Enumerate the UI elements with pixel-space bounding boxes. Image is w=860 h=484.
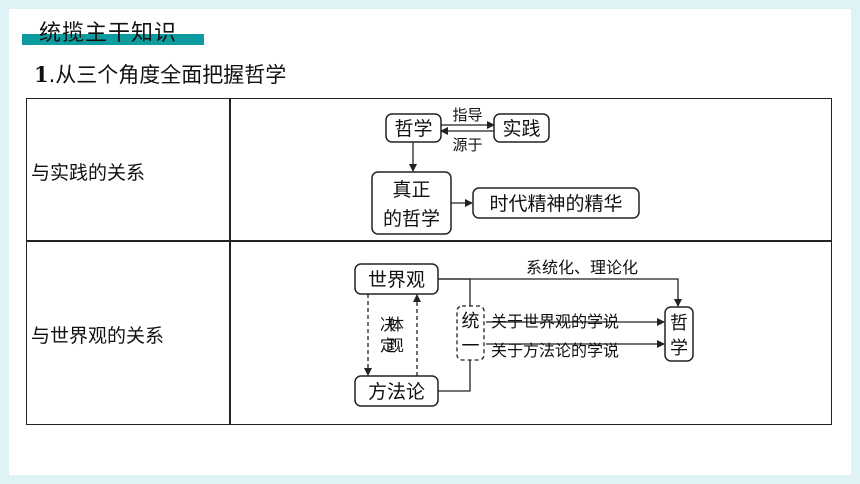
frame-left [0,0,9,484]
practice-diagram: 哲学 实践 指导 源于 真正 的哲学 时代精神的精华 [371,106,640,235]
label-decides-2: 定 [380,336,396,355]
label-guides: 指导 [452,106,482,124]
section-title-underline [22,34,204,45]
table-row-divider [27,240,831,242]
heading: 1.从三个角度全面把握哲学 [34,60,286,90]
relation-table: 与实践的关系 与世界观的关系 [26,98,832,425]
node-philosophy: 哲学 [394,118,432,140]
label-decides-1: 决 [380,315,396,334]
label-method-theory: 关于方法论的学说 [491,341,619,360]
node-practice: 实践 [502,118,540,140]
node-philosophy-2-box [664,306,694,362]
row-label-worldview: 与世界观的关系 [31,325,165,347]
row-label-practice: 与实践的关系 [31,162,146,184]
node-unity-1: 统 [462,311,480,332]
node-unity-box [456,305,485,361]
section-title: 统揽主干知识 [39,21,178,46]
heading-number: 1 [34,62,49,87]
node-true-line1: 真正 [392,179,430,201]
table-column-divider [229,99,231,424]
label-embodies-2: 现 [388,336,404,355]
node-essence-box [472,187,640,219]
worldview-diagram: 世界观 方法论 决 定 体 现 系统化、理论化 统 一 关于世界观的学说 关于方… [354,258,694,407]
label-worldview-theory: 关于世界观的学说 [491,312,619,331]
node-essence: 时代精神的精华 [489,193,622,215]
node-philosophy-2-1: 哲 [670,313,688,334]
node-philosophy-2-2: 学 [670,338,688,359]
frame-bottom [0,475,860,484]
node-unity-2: 一 [462,336,480,357]
label-embodies-1: 体 [388,315,404,334]
heading-text: .从三个角度全面把握哲学 [48,63,287,87]
node-methodology: 方法论 [368,381,425,403]
frame-right [851,0,860,484]
node-true-line2: 的哲学 [383,208,440,230]
node-worldview: 世界观 [368,269,425,291]
systematize-arrow [438,278,682,307]
label-originates: 源于 [452,136,482,154]
label-systematize: 系统化、理论化 [526,258,638,277]
frame-top [0,0,860,9]
